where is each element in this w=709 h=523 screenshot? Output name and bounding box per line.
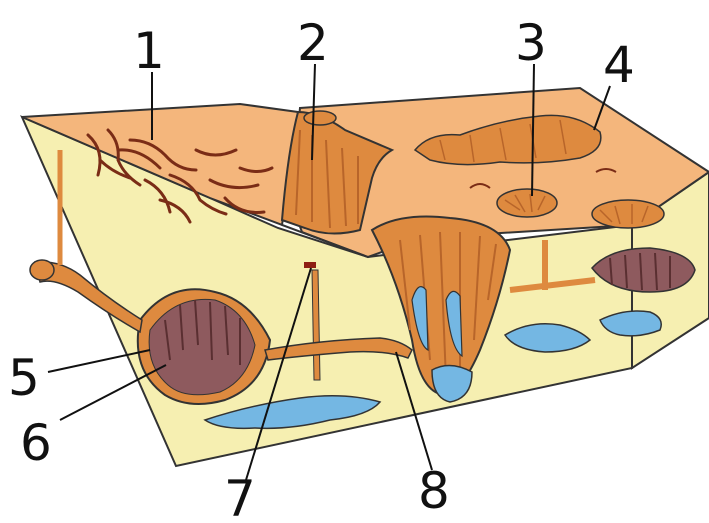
label-3: 3 <box>515 14 547 72</box>
label-1: 1 <box>133 22 165 80</box>
central-shaft <box>312 270 320 380</box>
label-7: 7 <box>224 470 256 523</box>
label-8: 8 <box>418 462 450 520</box>
shaft-entrance <box>304 262 316 268</box>
label-5: 5 <box>8 349 40 407</box>
karst-funnel-2 <box>592 200 664 228</box>
karst-funnel <box>497 189 557 217</box>
label-4: 4 <box>603 36 635 94</box>
label-2: 2 <box>297 14 329 72</box>
gorge-rim-ledge <box>304 111 336 125</box>
left-passage-mouth <box>30 260 54 280</box>
label-6: 6 <box>20 414 52 472</box>
